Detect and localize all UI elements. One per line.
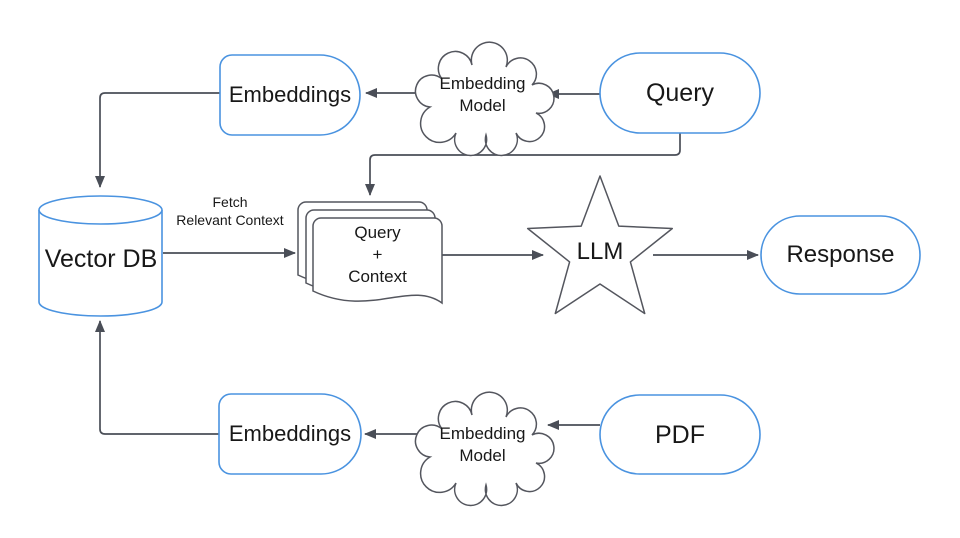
query-context-sheet-front [312, 217, 443, 305]
vector-db-cylinder-lid [38, 209, 163, 225]
embeddings-top-shape [219, 54, 361, 136]
nodes-group [38, 41, 921, 507]
vector-db-cylinder-body [38, 195, 163, 317]
connectors-group [95, 88, 759, 439]
edge-query-to-query-context [365, 133, 681, 196]
edge-embeddings-top-to-vector-db [95, 92, 220, 188]
embedding-model-top-shape [414, 41, 555, 157]
query-shape [599, 52, 761, 134]
embeddings-bottom-shape [218, 393, 362, 475]
embedding-model-bottom-shape [414, 391, 555, 507]
pdf-shape [599, 394, 761, 475]
edge-embeddings-bottom-to-vector-db [95, 320, 219, 435]
llm-star-shape [526, 175, 674, 315]
response-shape [760, 215, 921, 295]
